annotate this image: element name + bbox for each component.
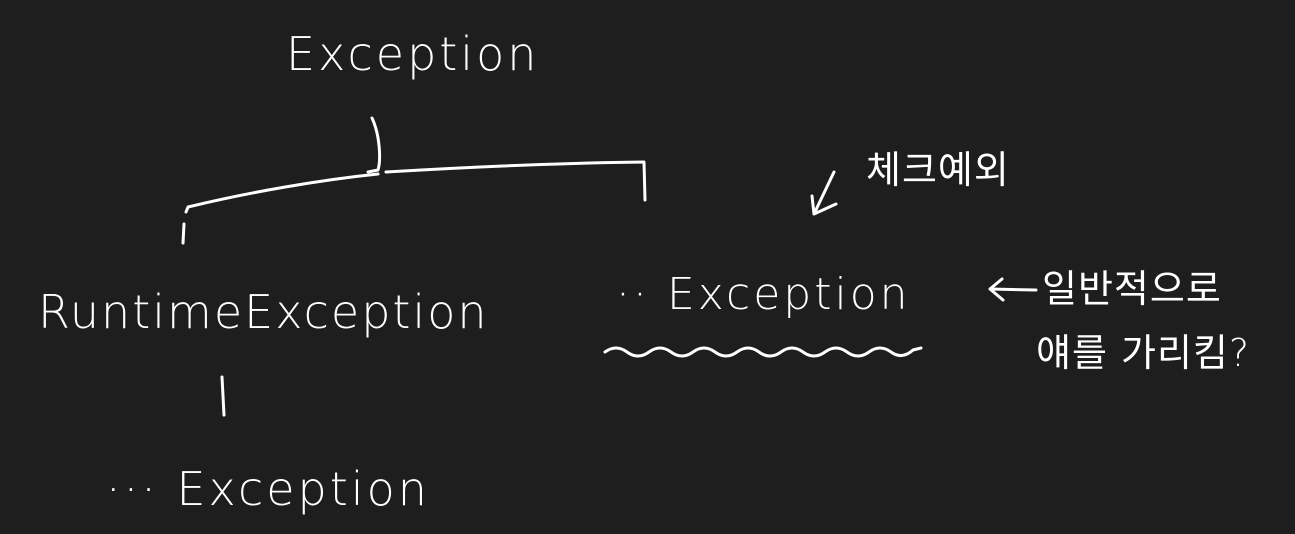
left-branch-line — [184, 172, 380, 214]
left-branch-tick — [181, 222, 186, 245]
note-general-line1: 일반적으로 — [1042, 267, 1222, 311]
right-child-label: ·· Exception — [616, 269, 911, 320]
right-branch-line — [384, 160, 647, 202]
down-arrow-icon — [810, 170, 838, 216]
left-arrow-icon — [988, 277, 1038, 302]
left-child-label: RuntimeException — [38, 285, 489, 339]
left-grandchild-label: ··· Exception — [106, 462, 430, 516]
note-general-line2: 얘를 가리킴? — [1036, 331, 1250, 375]
right-child-wavy-underline — [603, 346, 923, 358]
note-checked-exception: 체크예외 — [866, 148, 1010, 192]
root-stem-line — [366, 116, 382, 174]
left-child-stem-line — [220, 375, 226, 417]
root-node-label: Exception — [286, 27, 539, 81]
